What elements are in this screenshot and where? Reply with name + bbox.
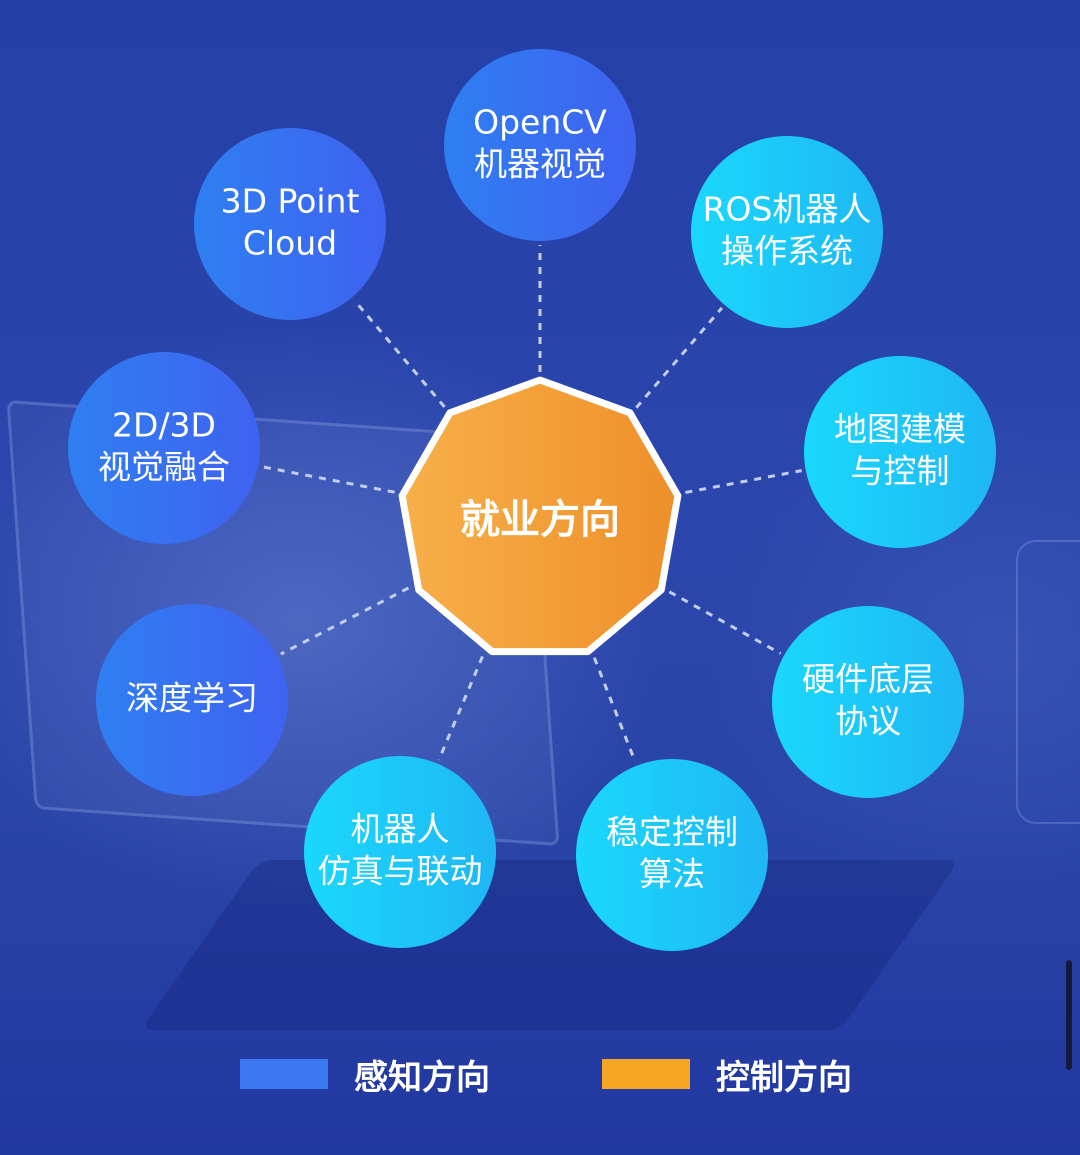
- node-label-hardware-line-1: 硬件底层: [802, 660, 934, 699]
- connector-pointcloud: [353, 299, 446, 408]
- center-label: 就业方向: [460, 497, 620, 543]
- legend-item-control: 控制方向: [602, 1052, 852, 1098]
- node-deep: 深度学习: [96, 604, 288, 796]
- connector-hardware: [668, 590, 782, 655]
- node-circle-deep: [96, 604, 288, 796]
- node-label-deep-line-1: 深度学习: [126, 679, 258, 718]
- legend: 感知方向 控制方向: [0, 1052, 1080, 1098]
- legend-swatch-perception: [240, 1059, 328, 1089]
- node-circle-pointcloud: [194, 128, 386, 320]
- center-node: 就业方向: [398, 376, 682, 656]
- legend-swatch-control: [602, 1059, 690, 1089]
- connector-map: [685, 469, 802, 494]
- scrollbar[interactable]: [1066, 960, 1072, 1070]
- node-circle-ros: [691, 136, 883, 328]
- node-label-pointcloud-line-1: 3D Point: [221, 182, 360, 221]
- node-circle-fusion: [68, 352, 260, 544]
- node-label-stable-line-2: 算法: [639, 855, 705, 894]
- node-label-map-line-1: 地图建模: [834, 410, 966, 449]
- node-label-ros-line-2: 操作系统: [721, 232, 853, 271]
- node-label-sim-line-1: 机器人: [351, 810, 450, 849]
- connector-ros: [635, 306, 724, 409]
- node-label-opencv-line-1: OpenCV: [473, 103, 607, 142]
- node-circle-map: [804, 356, 996, 548]
- background-pencil-cup: [1016, 540, 1080, 824]
- node-label-stable-line-1: 稳定控制: [606, 813, 738, 852]
- connector-fusion: [261, 465, 395, 494]
- legend-label-control: 控制方向: [716, 1057, 852, 1098]
- node-label-ros-line-1: ROS机器人: [703, 190, 872, 229]
- legend-label-perception: 感知方向: [354, 1057, 490, 1098]
- connector-stable: [592, 657, 637, 763]
- node-label-hardware-line-2: 协议: [835, 702, 901, 741]
- topic-nodes: OpenCV机器视觉ROS机器人操作系统地图建模与控制硬件底层协议稳定控制算法机…: [68, 49, 996, 951]
- node-label-map-line-2: 与控制: [851, 452, 950, 491]
- node-label-fusion-line-2: 视觉融合: [98, 448, 230, 487]
- connector-lines: [261, 245, 802, 763]
- node-label-fusion-line-1: 2D/3D: [112, 406, 216, 445]
- legend-item-perception: 感知方向: [240, 1052, 490, 1098]
- node-circle-stable: [576, 759, 768, 951]
- node-circle-sim: [304, 756, 496, 948]
- connector-deep: [280, 586, 410, 656]
- node-label-opencv-line-2: 机器视觉: [474, 145, 606, 184]
- node-circle-hardware: [772, 606, 964, 798]
- connector-sim: [437, 655, 484, 761]
- node-label-sim-line-2: 仿真与联动: [318, 852, 483, 891]
- node-label-pointcloud-line-2: Cloud: [243, 224, 337, 263]
- center-nonagon: [398, 376, 682, 656]
- node-circle-opencv: [444, 49, 636, 241]
